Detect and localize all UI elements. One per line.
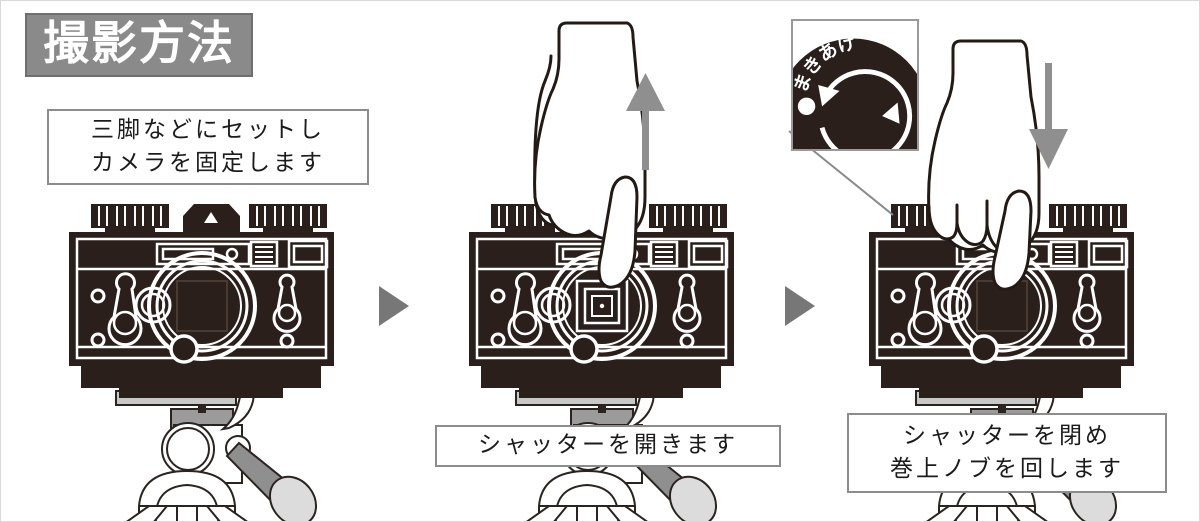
caption-step-3: シャッターを閉め 巻上ノブを回します [847, 413, 1167, 493]
viewfinder-1 [183, 204, 240, 235]
caption-step-1-line-1: 三脚などにセットし [91, 116, 325, 143]
knob-disc [793, 38, 917, 149]
winder-knob-right-3 [1049, 204, 1127, 235]
caption-step-1: 三脚などにセットし カメラを固定します [47, 109, 369, 185]
winder-knob-right-2 [649, 204, 727, 235]
rotation-arrow [819, 69, 913, 149]
rotation-arrow-head-right [882, 102, 900, 124]
caption-step-2-line-1: シャッターを開きます [478, 432, 738, 459]
step-arrow-2-to-3 [785, 286, 815, 326]
wind-knob-diagram: まきあげ [793, 32, 917, 149]
tripod-1 [115, 389, 318, 521]
winder-knob-left-1 [91, 204, 169, 235]
camera-body-1 [69, 204, 334, 398]
caption-step-1-line-2: カメラを固定します [91, 150, 325, 176]
triangle-up-icon [204, 212, 218, 223]
page-title: 撮影方法 [25, 13, 253, 78]
wind-knob-inset: まきあげ [791, 19, 919, 151]
caption-step-3-line-1: シャッターを閉め [903, 422, 1111, 449]
knob-marker-dot [797, 97, 816, 116]
shutter-bar-closed-3 [973, 204, 1030, 235]
shutter-bar-open [579, 169, 623, 235]
step-panel-1 [1, 1, 401, 521]
caption-step-3-line-2: 巻上ノブを回します [890, 456, 1124, 482]
winder-knob-left-2 [491, 204, 569, 235]
step-arrow-1-to-2 [379, 286, 409, 326]
rotation-arrow-head-left [818, 85, 840, 107]
camera-body-2 [469, 169, 734, 398]
camera-illustration-1 [69, 204, 334, 521]
winder-knob-right-1 [249, 204, 327, 235]
tripod-handle-1 [225, 441, 318, 521]
caption-step-2: シャッターを開きます [435, 425, 781, 467]
page-title-text: 撮影方法 [43, 16, 235, 70]
